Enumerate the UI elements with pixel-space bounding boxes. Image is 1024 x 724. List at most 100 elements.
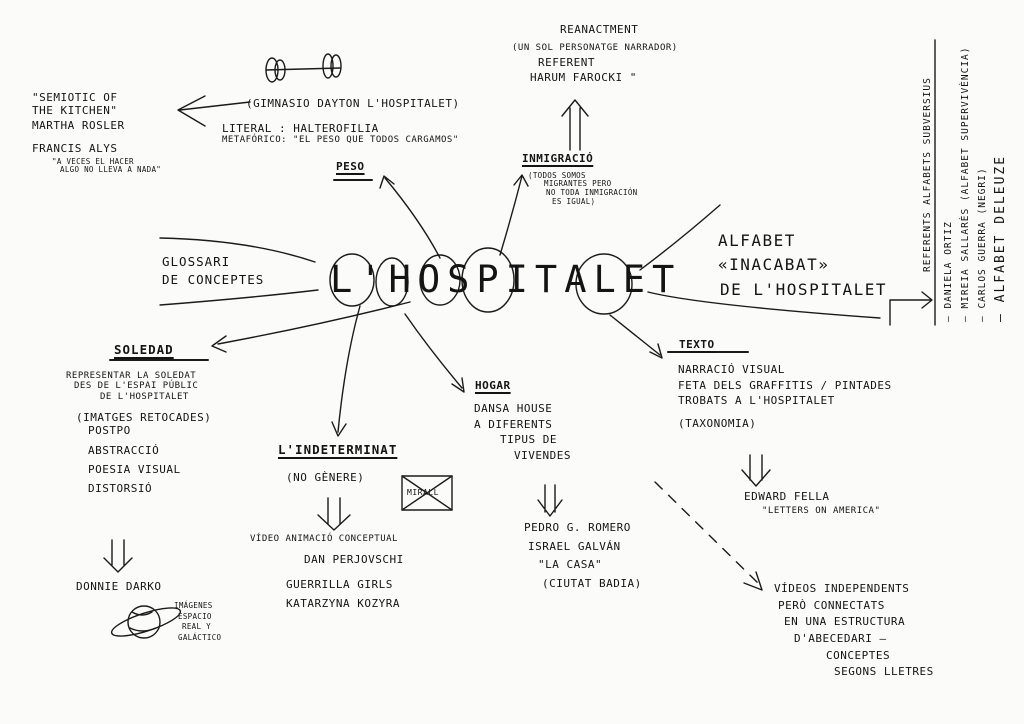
semiotic-quote2: ALGO NO LLEVA A NADA" — [60, 165, 162, 175]
semiotic-line1: "SEMIOTIC OF — [32, 91, 118, 104]
semiotic-node: "SEMIOTIC OF THE KITCHEN" MARTHA ROSLER … — [32, 91, 162, 175]
arrow-inmigracio — [499, 174, 529, 256]
soledad-line-0: REPRESENTAR LA SOLEDAT — [66, 371, 197, 381]
arrow-hogar — [404, 313, 465, 393]
videos-line-4: CONCEPTES — [826, 648, 891, 662]
peso-literal: LITERAL : HALTEROFILIA — [222, 121, 379, 135]
soledad-concept-1: POESIA VISUAL — [88, 462, 181, 476]
inmigracio-title: INMIGRACIÓ — [522, 152, 594, 165]
semiotic-author: MARTHA ROSLER — [32, 119, 125, 133]
dumbbell-icon — [265, 53, 342, 83]
reanactment-line1: (UN SOL PERSONATGE NARRADOR) — [512, 42, 678, 53]
arrow-texto — [609, 314, 663, 359]
texto-details: NARRACIÓ VISUAL FETA DELS GRAFFITIS / PI… — [678, 363, 892, 431]
alfabet-node: ALFABET «INACABAT» DE L'HOSPITALET — [718, 231, 887, 299]
reanactment-node: REANACTMENT (UN SOL PERSONATGE NARRADOR)… — [512, 23, 678, 84]
peso-gym: (GIMNASIO DAYTON L'HOSPITALET) — [246, 97, 460, 110]
arrow-indet-down — [317, 497, 351, 531]
hogar-line-2: TIPUS DE — [500, 433, 557, 447]
videos-node: VÍDEOS INDEPENDENTS PERÒ CONNECTATS EN U… — [774, 582, 934, 679]
texto-ref1: EDWARD FELLA — [744, 490, 830, 503]
arrow-hogar-down — [537, 484, 563, 517]
indet-ref-0: VÍDEO ANIMACIÓ CONCEPTUAL — [250, 534, 398, 544]
alfabet-line3: DE L'HOSPITALET — [720, 279, 887, 299]
arrow-reanactment — [561, 99, 589, 151]
texto-ref2: "LETTERS ON AMERICA" — [762, 506, 881, 516]
hogar-ref-0: PEDRO G. ROMERO — [524, 521, 631, 534]
hogar-refs: PEDRO G. ROMERO ISRAEL GALVÁN "LA CASA" … — [524, 521, 642, 591]
arrow-soledad — [211, 301, 411, 353]
reanactment-line2: REFERENT — [538, 55, 595, 69]
peso-title: PESO — [336, 160, 365, 173]
referent-3: — ALFABET DELEUZE — [993, 154, 1008, 322]
soledad-ref: DONNIE DARKO — [76, 580, 162, 593]
semiotic-line2: THE KITCHEN" — [32, 103, 118, 117]
videos-line-2: EN UNA ESTRUCTURA — [784, 615, 906, 629]
hogar-line-3: VIVENDES — [514, 448, 571, 462]
arrow-texto-down — [741, 454, 771, 487]
soledad-line-4: POSTPO — [88, 423, 131, 437]
glossari-line1: GLOSSARI — [162, 254, 231, 269]
texto-line-1: FETA DELS GRAFFITIS / PINTADES — [678, 378, 892, 392]
peso-metaforico: METAFÓRICO: "EL PESO QUE TODOS CARGAMOS" — [222, 135, 459, 146]
mirall-box — [401, 475, 453, 511]
semiotic-quote1: "A VECES EL HACER — [52, 156, 134, 166]
title-circle-4 — [461, 247, 515, 313]
texto-line-0: NARRACIÓ VISUAL — [678, 363, 785, 376]
central-topic-title: L'HOSPITALET — [330, 258, 682, 301]
indet-ref-3: KATARZYNA KOZYRA — [286, 596, 400, 610]
peso-details: (GIMNASIO DAYTON L'HOSPITALET) LITERAL :… — [222, 97, 460, 146]
referent-0: — DANIELA ORTIZ — [943, 221, 954, 322]
hogar-line-1: A DIFERENTS — [474, 417, 553, 431]
soledad-concept-0: ABSTRACCIÓ — [88, 444, 160, 458]
inmigracio-line-0: (TODOS SOMOS — [528, 170, 586, 180]
referent-1: — MIREIA SALLARÈS (ALFABET SUPERVIVÈNCIA… — [960, 46, 971, 323]
referent-2: — CARLOS GUERRA (NEGRI) — [977, 167, 988, 322]
hogar-line-0: DANSA HOUSE — [474, 402, 553, 415]
glossari-node: GLOSSARI DE CONCEPTES — [162, 254, 265, 288]
arrow-referents — [889, 291, 933, 326]
hogar-details: DANSA HOUSE A DIFERENTS TIPUS DE VIVENDE… — [474, 402, 571, 463]
soledad-details: REPRESENTAR LA SOLEDAT DES DE L'ESPAI PÚ… — [66, 371, 211, 495]
arrow-semiotic — [177, 95, 251, 127]
arrow-donnie — [103, 539, 133, 573]
texto-title: TEXTO — [679, 338, 715, 351]
arrow-indeterminat — [331, 305, 361, 437]
imagenes-0: IMÁGENES — [174, 601, 213, 610]
title-circle-5 — [575, 253, 633, 315]
soledad-imagenes: IMÁGENES ESPACIO REAL Y GALÁCTICO — [174, 601, 222, 643]
reanactment-line3: HARUM FAROCKI " — [530, 70, 637, 84]
title-circle-1 — [329, 253, 375, 307]
reanactment-title: REANACTMENT — [560, 23, 639, 36]
inmigracio-node: INMIGRACIÓ (TODOS SOMOS MIGRANTES PERO N… — [522, 152, 638, 206]
videos-line-5: SEGONS LLETRES — [834, 665, 934, 679]
indet-ref-2: GUERRILLA GIRLS — [286, 577, 393, 591]
imagenes-1: ESPACIO — [178, 611, 212, 621]
hogar-ref-3: (CIUTAT BADIA) — [542, 576, 642, 590]
videos-line-0: VÍDEOS INDEPENDENTS — [774, 582, 910, 595]
soledad-title: SOLEDAD — [114, 342, 174, 357]
soledad-line-2: DE L'HOSPITALET — [100, 391, 189, 402]
texto-line-3: (TAXONOMIA) — [678, 416, 757, 430]
glossari-line2: DE CONCEPTES — [162, 272, 265, 288]
soledad-concept-2: DISTORSIÓ — [88, 481, 153, 495]
arrow-videos — [654, 481, 761, 586]
planet-icon — [110, 605, 182, 639]
mirall-label: MIRALL — [407, 488, 439, 497]
alfabet-line1: ALFABET — [718, 231, 796, 250]
arrow-alfabet — [639, 204, 881, 319]
arrow-glossari — [159, 237, 319, 306]
hogar-title: HOGAR — [475, 379, 511, 392]
inmigracio-line-2: NO TODA INMIGRACIÓN — [546, 187, 638, 197]
hogar-ref-1: ISRAEL GALVÁN — [528, 539, 621, 553]
imagenes-3: GALÁCTICO — [178, 632, 222, 642]
videos-line-3: D'ABECEDARI — — [794, 631, 887, 645]
semiotic-author2: FRANCIS ALYS — [32, 141, 118, 155]
imagenes-2: REAL Y — [182, 622, 211, 632]
inmigracio-line-1: MIGRANTES PERO — [544, 179, 612, 189]
inmigracio-line-3: ES IGUAL) — [552, 196, 596, 206]
title-circle-3 — [419, 254, 461, 306]
alfabet-line2: «INACABAT» — [718, 255, 830, 275]
hogar-ref-2: "LA CASA" — [538, 558, 603, 572]
